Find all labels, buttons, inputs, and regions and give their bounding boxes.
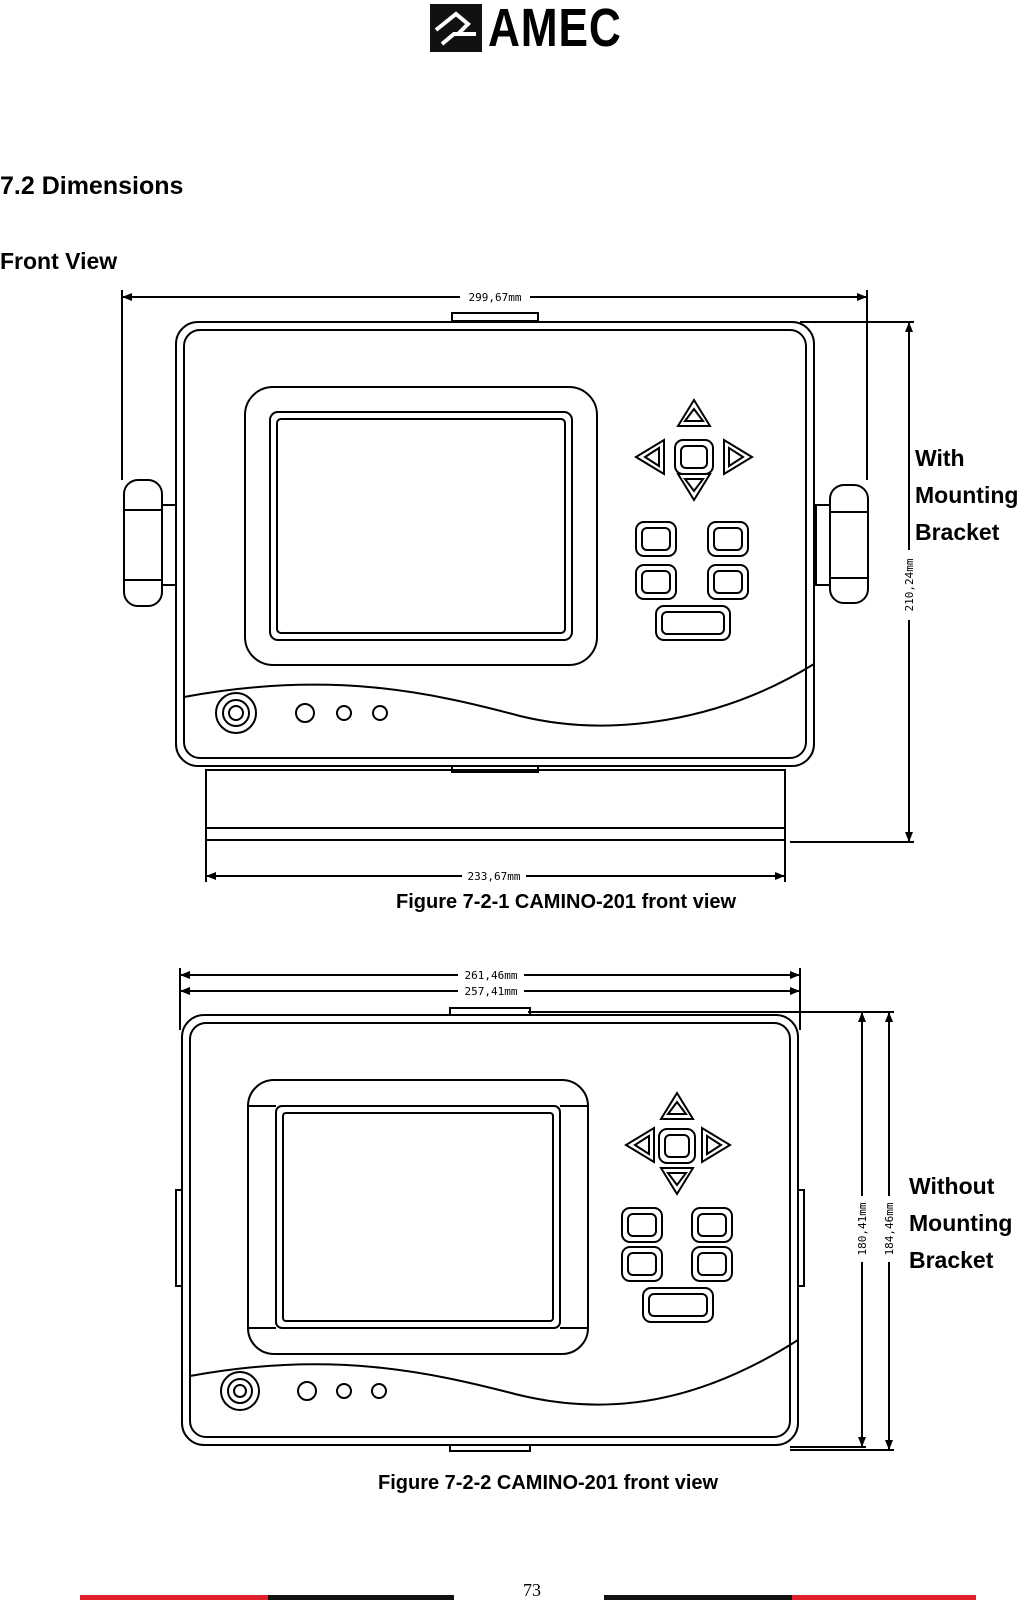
figure-1-label: With Mounting Bracket	[915, 440, 1018, 551]
amec-logo	[428, 0, 620, 56]
footer-bar-red-right	[792, 1595, 976, 1600]
page-number: 73	[523, 1580, 541, 1600]
figure-1-label-line: With	[915, 445, 965, 471]
figure-1-label-line: Mounting	[915, 482, 1019, 508]
dim-top-width: 299,67mm	[469, 291, 522, 304]
figure-1-drawing: 299,67mm 233,67mm 210,24mm	[121, 288, 918, 884]
logo-text: AMEC	[488, 0, 622, 58]
footer-bar-black-left	[268, 1595, 454, 1600]
amec-logo-mark	[430, 4, 482, 52]
figure-2-label: Without Mounting Bracket	[909, 1168, 1012, 1279]
dim-top-outer: 261,46mm	[465, 969, 518, 982]
dim-height: 210,24mm	[903, 558, 916, 611]
subsection-title: Front View	[0, 248, 118, 274]
section-title: 7.2 Dimensions	[0, 172, 184, 200]
figure-2-label-line: Bracket	[909, 1247, 994, 1273]
dim-height-outer: 184,46mm	[883, 1202, 896, 1255]
footer-bar-red-left	[80, 1595, 268, 1600]
figure-2-label-line: Mounting	[909, 1210, 1013, 1236]
figure-2-drawing: 261,46mm 257,41mm 180,41mm 184,46mm	[175, 966, 898, 1452]
figure-1-caption: Figure 7-2-1 CAMINO-201 front view	[396, 891, 737, 913]
figure-1-label-line: Bracket	[915, 519, 1000, 545]
dim-top-inner: 257,41mm	[465, 985, 518, 998]
dim-height-inner: 180,41mm	[856, 1202, 869, 1255]
footer-bar-black-right	[604, 1595, 792, 1600]
dim-bottom-width: 233,67mm	[468, 870, 521, 883]
figure-2-caption: Figure 7-2-2 CAMINO-201 front view	[378, 1472, 719, 1494]
figure-2-label-line: Without	[909, 1173, 995, 1199]
